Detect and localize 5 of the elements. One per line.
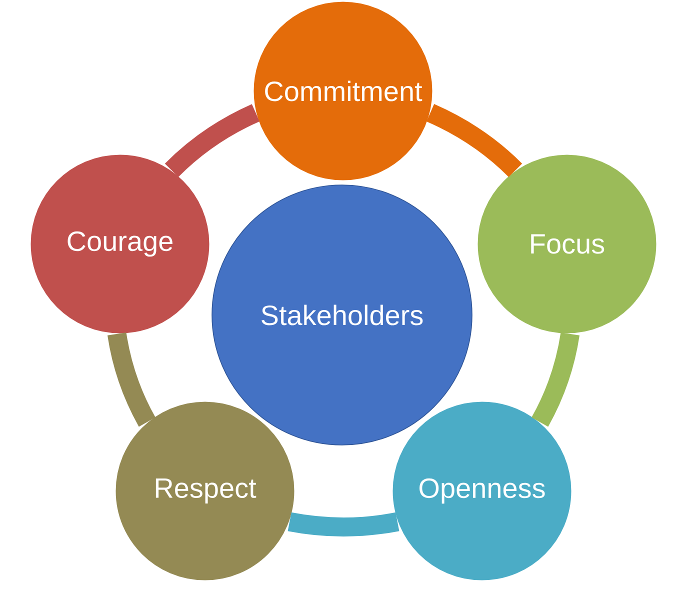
connector-arc [426,104,522,178]
connector-arc [532,332,580,427]
connector-arc [108,332,156,427]
connector-arc [164,104,260,178]
connector-arc [288,512,400,536]
